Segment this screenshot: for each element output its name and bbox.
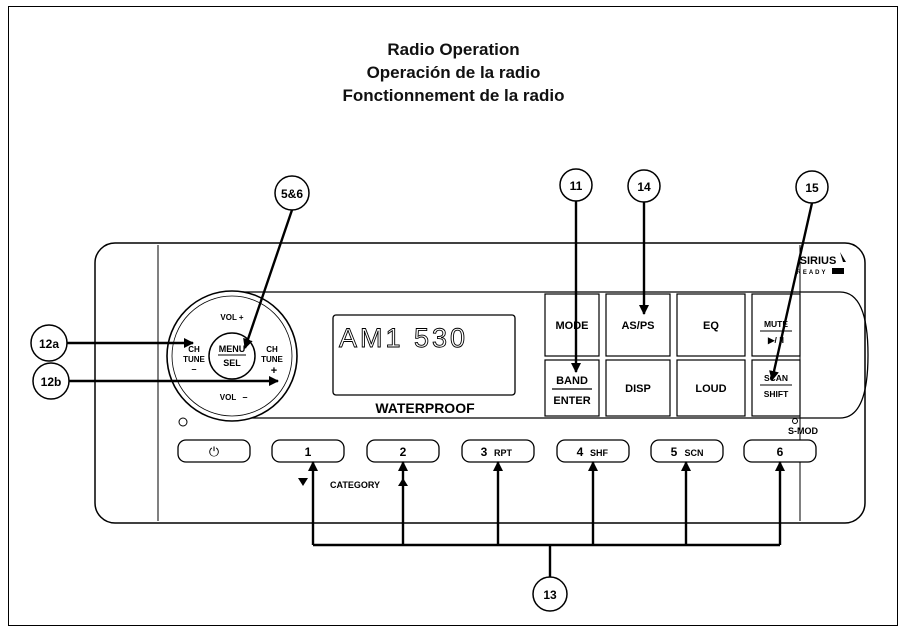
asps-button[interactable]: AS/PS <box>605 293 671 357</box>
disp-button[interactable]: DISP <box>605 359 671 417</box>
ready-logo-text: READY <box>796 270 827 276</box>
mode-label: MODE <box>556 320 589 332</box>
preset-4-number: 4 <box>577 445 584 459</box>
callout-12b-label: 12b <box>41 375 62 389</box>
tune-right-label: TUNE <box>261 355 283 364</box>
vol-plus-label: VOL + <box>220 313 244 322</box>
asps-label: AS/PS <box>621 320 654 332</box>
enter-label: ENTER <box>553 395 590 407</box>
power-button[interactable]: ⏻ <box>177 439 251 463</box>
preset-1-label: 1 <box>305 445 312 459</box>
callout-15: 15 <box>795 170 829 204</box>
title-block: Radio Operation Operación de la radio Fo… <box>0 38 907 107</box>
waterproof-label: WATERPROOF <box>375 400 475 416</box>
callout-11: 11 <box>559 168 593 202</box>
play-pause-label: ▶/ II <box>767 335 784 345</box>
ch-right-label: CH <box>266 345 278 354</box>
tune-minus-sign: – <box>191 364 196 374</box>
scan-label: SCAN <box>764 373 788 383</box>
sirius-logo-text: SIRIUS <box>800 255 837 267</box>
preset-2-button[interactable]: 2 <box>366 439 440 463</box>
preset-6-label: 6 <box>777 445 784 459</box>
lcd-display: AM1 530 <box>332 314 516 396</box>
category-label: CATEGORY <box>330 480 380 490</box>
mode-button[interactable]: MODE <box>544 293 600 357</box>
vol-minus-sign: – <box>242 392 247 402</box>
tune-left-label: TUNE <box>183 355 205 364</box>
smod-hole <box>792 418 798 424</box>
callout-13-bracket <box>308 461 785 578</box>
control-panel-outline <box>240 291 869 419</box>
preset-5-scn-button[interactable]: 5 SCN <box>650 439 724 463</box>
callout-leaders <box>66 200 814 386</box>
loud-button[interactable]: LOUD <box>676 359 746 417</box>
preset-3-rpt-button[interactable]: 3 RPT <box>461 439 535 463</box>
disp-label: DISP <box>625 383 651 395</box>
callout-13: 13 <box>532 576 568 612</box>
vol-minus-label: VOL <box>220 393 237 402</box>
category-down-icon <box>298 478 308 486</box>
menu-label: MENU <box>219 344 246 354</box>
ch-left-label: CH <box>188 345 200 354</box>
shift-label: SHIFT <box>764 389 789 399</box>
preset-1-button[interactable]: 1 <box>271 439 345 463</box>
preset-4-shf-label: SHF <box>590 448 609 458</box>
band-enter-button[interactable]: BAND ENTER <box>544 359 600 417</box>
eq-label: EQ <box>703 320 719 332</box>
callout-11-label: 11 <box>570 179 583 193</box>
reset-hole <box>178 417 188 427</box>
sel-label: SEL <box>223 358 241 368</box>
title-french: Fonctionnement de la radio <box>342 86 565 105</box>
eq-button[interactable]: EQ <box>676 293 746 357</box>
callout-13-label: 13 <box>543 588 557 602</box>
preset-3-number: 3 <box>481 445 488 459</box>
callout-5-6-label: 5&6 <box>281 187 303 201</box>
smod-label: S-MOD <box>788 426 818 436</box>
preset-5-number: 5 <box>671 445 678 459</box>
title-english: Radio Operation <box>387 40 520 59</box>
preset-5-scn-label: SCN <box>684 448 703 458</box>
tune-plus-sign: + <box>271 365 277 377</box>
diagram-frame <box>8 6 898 626</box>
preset-3-rpt-label: RPT <box>494 448 513 458</box>
lcd-readout: AM1 530 <box>339 323 468 353</box>
callout-14-label: 14 <box>637 180 651 194</box>
loud-label: LOUD <box>695 383 726 395</box>
callout-15-label: 15 <box>805 181 819 195</box>
band-label: BAND <box>556 375 588 387</box>
preset-2-label: 2 <box>400 445 407 459</box>
mute-label: MUTE <box>764 319 788 329</box>
preset-4-shf-button[interactable]: 4 SHF <box>556 439 630 463</box>
sirius-ready-logo: SIRIUS READY <box>796 252 846 276</box>
power-icon: ⏻ <box>209 444 219 459</box>
mute-play-button[interactable]: MUTE ▶/ II <box>751 293 801 357</box>
scan-shift-button[interactable]: SCAN SHIFT <box>751 359 801 417</box>
sirius-star-icon <box>840 252 846 262</box>
callout-5-6: 5&6 <box>274 175 310 211</box>
callout-14: 14 <box>627 169 661 203</box>
callout-12a-label: 12a <box>39 337 59 351</box>
callout-12b: 12b <box>32 362 70 400</box>
callout-12a: 12a <box>30 324 68 362</box>
preset-6-button[interactable]: 6 <box>743 439 817 463</box>
title-spanish: Operación de la radio <box>366 63 541 82</box>
